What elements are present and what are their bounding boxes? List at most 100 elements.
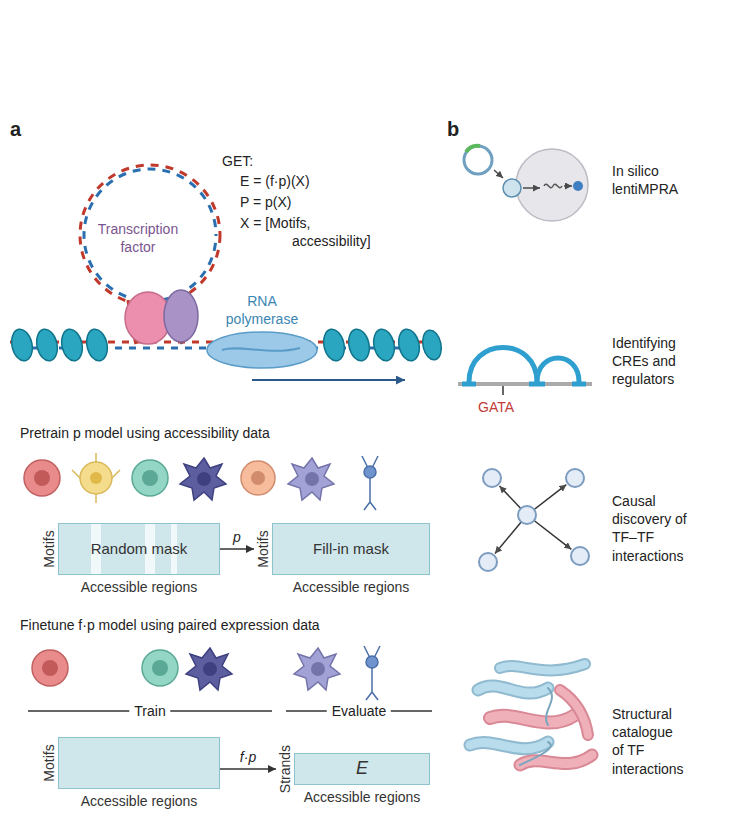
cell-icon (364, 646, 380, 700)
causal-graph (571, 547, 589, 565)
cell-icon (152, 660, 168, 676)
equation: X = [Motifs, accessibility] (240, 214, 376, 250)
callout-label: Transcription factor (92, 220, 184, 256)
rna-polymerase (207, 332, 405, 380)
cell-icon (180, 458, 226, 500)
equation: P = p(X) (240, 193, 292, 211)
nucleosome (59, 327, 85, 362)
box-fill: Random mask (58, 523, 220, 575)
nucleosome (84, 327, 110, 362)
equation: E = (f·p)(X) (240, 172, 310, 190)
cell-icon (34, 470, 50, 486)
causal-graph (566, 469, 584, 487)
mpra-icon (503, 179, 521, 197)
axis-label: Accessible regions (58, 579, 220, 595)
axis-label: Accessible regions (294, 789, 430, 805)
cre-arcs (572, 382, 586, 387)
axis-label: Motifs (255, 530, 271, 567)
causal-graph (495, 522, 521, 554)
protein-structure (470, 664, 592, 765)
cell-icon (364, 466, 376, 478)
transcription-factor (164, 290, 198, 342)
cell-icon (142, 470, 158, 486)
protein-structure (478, 686, 548, 693)
mpra-icon (466, 146, 480, 152)
mpra-icon (516, 149, 588, 221)
flow-arrow (220, 768, 276, 770)
cell-icon (24, 453, 378, 510)
protein-structure (560, 690, 588, 735)
cell-icon (90, 472, 102, 484)
axis-label: Accessible regions (272, 579, 430, 595)
cell-icon (362, 456, 378, 510)
cell-icon (32, 650, 68, 686)
dna-loop (80, 165, 220, 305)
nucleosome (9, 327, 35, 362)
step-heading: Pretrain p model using accessibility dat… (20, 424, 270, 442)
protein-structure (490, 715, 575, 723)
step-heading: Finetune f·p model using paired expressi… (20, 616, 320, 634)
cell-icon (294, 648, 340, 690)
causal-graph (534, 485, 566, 510)
nucleosome (420, 328, 444, 361)
nucleosome (396, 327, 422, 362)
mpra-icon (464, 146, 588, 221)
cell-icon (241, 461, 275, 495)
rna-polymerase (252, 379, 405, 381)
cell-icon (80, 462, 112, 494)
cre-arcs (458, 382, 592, 386)
panel-letter: b (447, 116, 459, 142)
box-fill: Fill-in mask (272, 523, 430, 575)
cell-icon (142, 650, 178, 686)
causal-graph (479, 469, 589, 571)
cell-icon (203, 662, 217, 676)
dna-loop (84, 169, 216, 301)
cell-icon (186, 648, 232, 690)
transcription-factor (125, 290, 198, 344)
mpra-icon (494, 170, 503, 178)
protein-structure (560, 690, 588, 735)
nucleosome (371, 327, 397, 362)
cre-arcs (469, 348, 537, 383)
cre-arcs (537, 358, 579, 382)
nucleosome (321, 327, 347, 362)
box-fill (58, 737, 220, 789)
data-matrix-box: EStrandsAccessible regions (276, 753, 430, 805)
cre-arcs (502, 386, 504, 395)
application-label: Causal discovery of TF–TF interactions (612, 492, 697, 565)
causal-graph (500, 486, 521, 509)
cell-icon (251, 471, 265, 485)
application-label: Identifying CREs and regulators (612, 334, 707, 389)
protein-structure (470, 742, 548, 749)
mpra-icon (544, 184, 562, 187)
box-text: Random mask (85, 539, 194, 559)
callout-label: RNA polymerase (222, 292, 302, 328)
causal-graph (479, 553, 497, 571)
protein-structure (500, 664, 585, 670)
cell-icon (32, 646, 380, 700)
cell-icon (72, 453, 120, 503)
panel-letter: a (10, 116, 21, 142)
data-matrix-box: MotifsAccessible regions (40, 737, 220, 809)
split-label: Evaluate (327, 702, 391, 720)
data-matrix-box: Random maskMotifsAccessible regions (40, 523, 220, 595)
mpra-icon (523, 187, 540, 189)
protein-structure (470, 742, 548, 749)
causal-graph (518, 506, 536, 524)
cell-icon (288, 458, 334, 500)
rna-polymerase (207, 332, 317, 368)
cre-arcs (529, 382, 545, 387)
axis-label: Accessible regions (58, 793, 220, 809)
cell-icon (132, 460, 168, 496)
nucleosome (346, 327, 372, 362)
cre-arcs (458, 348, 592, 396)
data-matrix-box: Fill-in maskMotifsAccessible regions (254, 523, 430, 595)
split-label: Train (129, 702, 170, 720)
mpra-icon (573, 181, 583, 191)
nucleosome (34, 327, 60, 362)
protein-structure (520, 742, 551, 765)
box-text: E (350, 757, 374, 780)
cell-icon (24, 460, 60, 496)
causal-graph (534, 521, 571, 550)
